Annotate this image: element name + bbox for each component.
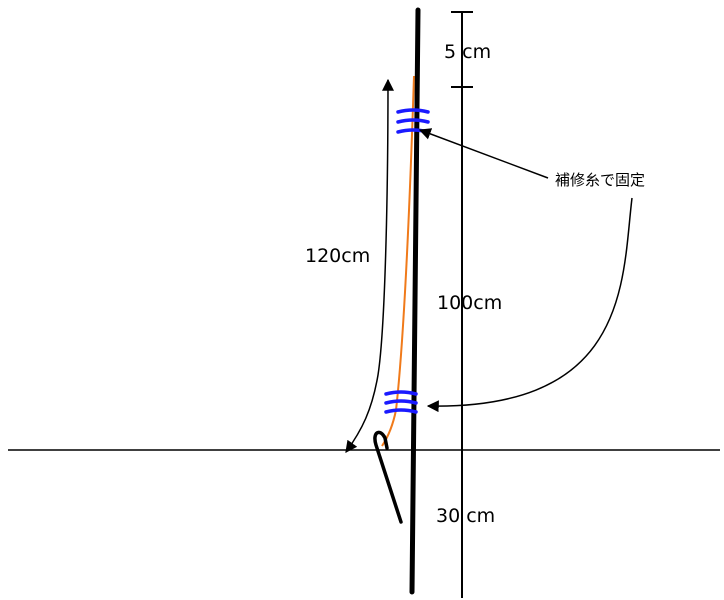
ground-peg [373, 430, 403, 524]
callout-arrow-bottom [426, 197, 633, 413]
overall-length-arrow [345, 78, 394, 453]
label-fixing-note: 補修糸で固定 [555, 171, 645, 189]
dimension-axis [451, 11, 473, 598]
label-top-gap: 5 cm [444, 41, 491, 63]
pole [409, 7, 421, 595]
label-lower-length: 30 cm [436, 505, 495, 527]
callout-arrow-top [418, 128, 549, 179]
label-overall-length: 120cm [305, 245, 370, 267]
label-main-length: 100cm [437, 292, 502, 314]
